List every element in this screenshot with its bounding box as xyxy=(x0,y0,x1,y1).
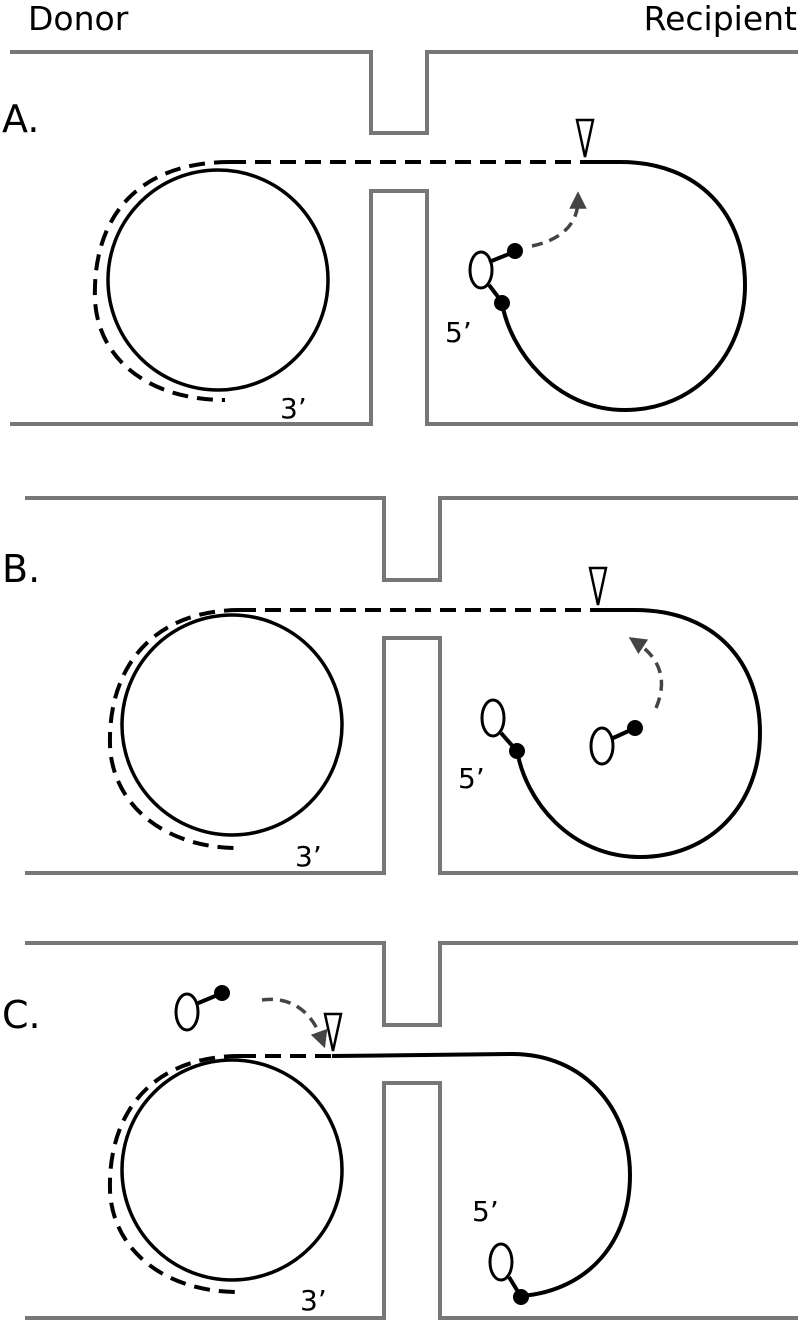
movement-arrow-icon xyxy=(531,191,587,248)
panel-letter: B. xyxy=(2,547,40,591)
recipient-strand xyxy=(500,160,748,413)
donor-plasmid xyxy=(120,613,344,837)
free-relaxase-ring-icon xyxy=(589,726,615,766)
three-prime-label: 3’ xyxy=(280,392,307,425)
cell-wall-bottom xyxy=(25,1081,798,1320)
cell-wall-top xyxy=(25,941,798,1027)
cell-wall-top xyxy=(25,496,798,582)
recipient-label: Recipient xyxy=(644,0,797,38)
panel-letter: C. xyxy=(2,993,41,1037)
five-prime-bead-icon xyxy=(494,295,510,311)
panel-b: B. 3’ 5’ xyxy=(2,496,798,875)
panel-letter: A. xyxy=(2,97,39,141)
recipient-strand xyxy=(515,608,763,860)
donor-replicated-strand xyxy=(92,160,231,402)
nick-site-icon xyxy=(323,1012,343,1052)
cell-wall-bottom xyxy=(25,636,798,875)
panel-a: A. 3’ 5’ xyxy=(2,50,798,426)
three-prime-label: 3’ xyxy=(300,1284,327,1317)
free-relaxase-ring-icon xyxy=(174,992,200,1032)
movement-arrow-icon xyxy=(261,997,328,1049)
panel-c: C. 3’ 5’ xyxy=(2,941,798,1320)
free-relaxase-bead-icon xyxy=(214,985,230,1001)
relaxase-ring-icon xyxy=(480,698,506,738)
relaxase-bead-icon xyxy=(507,243,523,259)
five-prime-bead-icon xyxy=(509,743,525,759)
cell-wall-bottom xyxy=(10,189,798,426)
free-relaxase-bead-icon xyxy=(627,720,643,736)
five-prime-bead-icon xyxy=(513,1289,529,1305)
nick-site-icon xyxy=(588,566,608,606)
movement-arrow-icon xyxy=(628,637,664,709)
donor-replicated-strand xyxy=(107,1054,241,1294)
five-prime-label: 5’ xyxy=(458,762,485,795)
donor-label: Donor xyxy=(28,0,129,38)
nick-site-icon xyxy=(575,118,595,158)
cell-wall-top xyxy=(10,50,798,135)
five-prime-label: 5’ xyxy=(472,1195,499,1228)
donor-plasmid xyxy=(120,1058,344,1282)
three-prime-label: 3’ xyxy=(295,840,322,873)
relaxase-ring-icon xyxy=(488,1242,514,1282)
recipient-strand xyxy=(331,1051,633,1298)
five-prime-label: 5’ xyxy=(445,316,472,349)
donor-replicated-strand xyxy=(107,608,241,850)
donor-plasmid xyxy=(106,168,330,392)
relaxase-ring-icon xyxy=(468,250,494,290)
